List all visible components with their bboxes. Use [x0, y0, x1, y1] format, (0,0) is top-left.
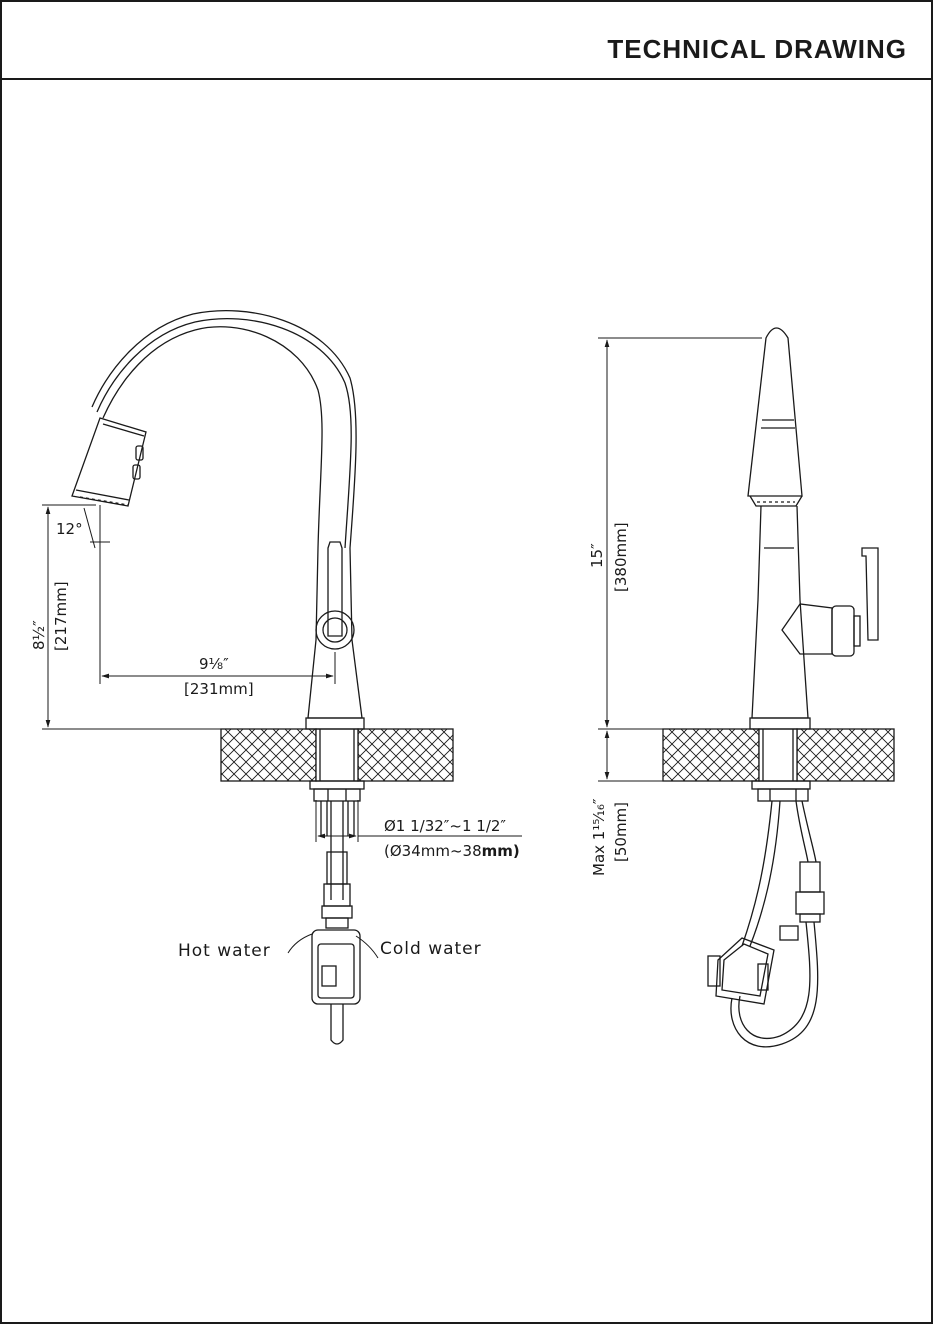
side-height-inch-label: 15″	[588, 543, 606, 568]
side-sprayer-head	[748, 328, 802, 506]
front-height-inch-label: 8½″	[30, 620, 48, 650]
front-countertop	[221, 729, 453, 781]
front-sprayer-head	[72, 418, 146, 506]
deck-thickness-inch-label: Max 1¹⁵⁄₁₆″	[590, 798, 608, 876]
front-angle-label: 12°	[56, 520, 83, 538]
hole-size-mm-unit: mm)	[482, 842, 520, 860]
hot-water-label: Hot water	[178, 941, 271, 961]
front-reach-inch-label: 9⅛″	[199, 655, 229, 673]
front-reach-mm-label: [231mm]	[184, 680, 254, 698]
side-faucet-body	[750, 506, 878, 729]
side-height-mm-label: [380mm]	[612, 522, 630, 592]
side-mounting-hardware	[752, 781, 810, 801]
front-mounting-hardware	[310, 781, 364, 1044]
side-hoses	[708, 801, 824, 1047]
cold-water-label: Cold water	[380, 939, 482, 959]
hole-size-inch-label: Ø1 1/32″~1 1/2″	[384, 817, 506, 835]
hole-size-mm-value: (Ø34mm~38	[384, 842, 482, 860]
hole-size-mm-label: (Ø34mm~38mm)	[384, 842, 520, 860]
front-view	[72, 311, 453, 1044]
front-faucet-body	[306, 542, 364, 729]
side-view	[663, 328, 894, 1047]
deck-thickness-mm-label: [50mm]	[612, 802, 630, 862]
front-height-mm-label: [217mm]	[52, 581, 70, 651]
side-countertop	[663, 729, 894, 781]
front-spout	[92, 311, 356, 548]
